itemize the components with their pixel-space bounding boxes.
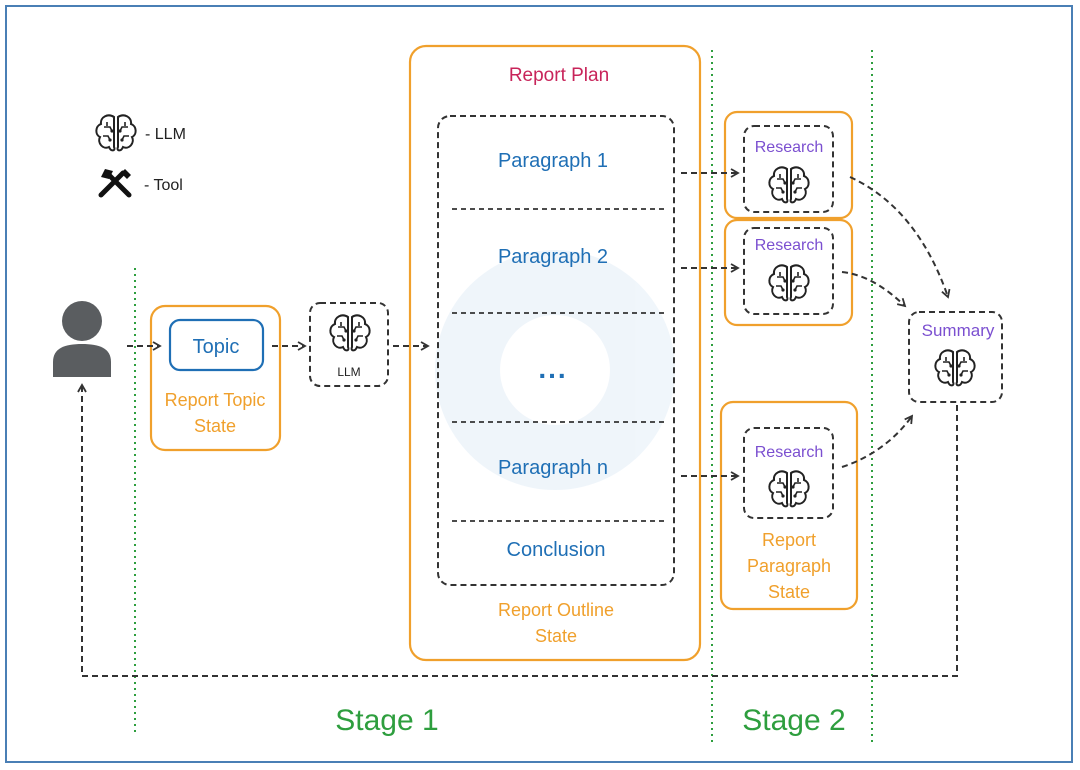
report-topic-state-box (149, 304, 282, 452)
report-plan-box (408, 44, 702, 662)
diagram-border (5, 5, 1073, 763)
outline-box (437, 115, 675, 586)
stage1-label: Stage 1 (335, 704, 438, 737)
outline-state-line1: Report Outline (498, 600, 614, 620)
research-2-state-box (723, 218, 854, 327)
llm-brain-icon (329, 314, 371, 352)
research-1-brain-icon (768, 166, 810, 204)
research-n-brain-icon (768, 470, 810, 508)
arrow-research1-to-summary (849, 176, 951, 299)
outline-state-line2: State (535, 626, 577, 646)
legend-llm-label: - LLM (145, 126, 186, 143)
report-plan-title: Report Plan (509, 65, 609, 86)
topic-label: Topic (193, 336, 240, 358)
paragraph-n-label: Paragraph n (498, 457, 608, 479)
legend: - LLM - Tool (95, 114, 186, 198)
topic-box (168, 318, 265, 372)
paragraph-state-line2: Paragraph (747, 556, 831, 576)
flow-arrows (77, 168, 958, 677)
ellipsis-label: ... (538, 353, 567, 384)
research-n-box (743, 427, 834, 519)
paragraph-1-label: Paragraph 1 (498, 150, 608, 172)
llm-label: LLM (337, 365, 360, 379)
report-paragraph-state-box (719, 400, 859, 611)
paragraph-state-line3: State (768, 582, 810, 602)
topic-state-line2: State (194, 416, 236, 436)
stage2-label: Stage 2 (742, 704, 845, 737)
user-icon (53, 301, 111, 377)
summary-label: Summary (922, 321, 995, 340)
legend-tools-icon (98, 169, 132, 198)
paragraph-state-line1: Report (762, 530, 816, 550)
legend-tool-label: - Tool (144, 177, 183, 194)
summary-brain-icon (934, 349, 976, 387)
research-2-brain-icon (768, 264, 810, 302)
llm-box (309, 302, 389, 387)
research-2-label: Research (755, 237, 823, 254)
research-n-label: Research (755, 444, 823, 461)
research-1-state-box (723, 110, 854, 220)
topic-state-line1: Report Topic (165, 390, 266, 410)
research-1-label: Research (755, 139, 823, 156)
watermark (435, 250, 675, 490)
summary-box (908, 311, 1003, 403)
arrow-summary-to-user (77, 383, 958, 677)
arrow-researchn-to-summary (841, 414, 914, 468)
legend-brain-icon (95, 114, 137, 152)
conclusion-label: Conclusion (507, 539, 606, 561)
paragraph-2-label: Paragraph 2 (498, 246, 608, 268)
research-2-box (743, 227, 834, 315)
research-1-box (743, 125, 834, 213)
